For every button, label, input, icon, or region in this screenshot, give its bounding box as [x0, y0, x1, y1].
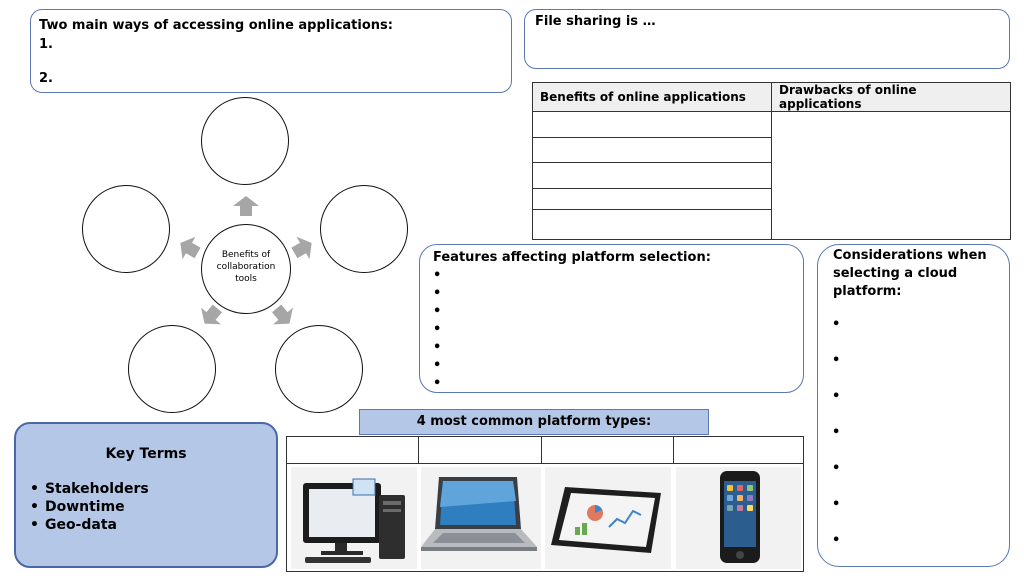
platform-label-cell — [542, 437, 674, 463]
collab-center-label: Benefits of collaboration tools — [216, 250, 276, 284]
features-bullet — [433, 339, 447, 357]
considerations-box: Considerations when selecting a cloud pl… — [817, 244, 1010, 567]
considerations-bullet — [832, 379, 846, 415]
drawbacks-header: Drawbacks of online applications — [771, 82, 1011, 112]
considerations-bullet — [832, 487, 846, 523]
collab-circle-top — [201, 97, 289, 185]
considerations-title: Considerations when selecting a cloud pl… — [833, 248, 987, 299]
collab-center-circle: Benefits of collaboration tools — [201, 224, 291, 314]
platform-label-cell — [287, 437, 419, 463]
platform-label-cell — [419, 437, 542, 463]
benefits-header: Benefits of online applications — [532, 82, 772, 112]
benefits-drawbacks-table: Benefits of online applications Drawback… — [532, 82, 1011, 240]
features-title: Features affecting platform selection: — [433, 250, 711, 265]
file-sharing-text: File sharing is … — [535, 14, 656, 29]
benefit-cell — [532, 209, 772, 240]
access-item-1: 1. — [39, 37, 53, 52]
key-term-item: Geo-data — [30, 516, 149, 534]
arrow-left-icon — [180, 236, 201, 260]
considerations-bullet — [832, 451, 846, 487]
tablet-image — [545, 467, 671, 569]
platform-types-table — [286, 436, 804, 572]
access-item-2: 2. — [39, 71, 53, 86]
desktop-computer-image — [291, 467, 417, 569]
file-sharing-box: File sharing is … — [524, 9, 1010, 69]
considerations-bullet — [832, 307, 846, 343]
drawbacks-cell — [771, 111, 1011, 240]
collab-circle-bottom-right — [275, 325, 363, 413]
considerations-bullet — [832, 415, 846, 451]
features-bullet — [433, 375, 447, 393]
features-list — [433, 267, 447, 393]
features-bullet — [433, 303, 447, 321]
features-bullet — [433, 321, 447, 339]
benefit-cell — [532, 111, 772, 138]
platform-types-banner: 4 most common platform types: — [359, 409, 709, 435]
key-term-item: Stakeholders — [30, 480, 149, 498]
collab-circle-bottom-left — [128, 325, 216, 413]
features-bullet — [433, 267, 447, 285]
collab-circle-right — [320, 185, 408, 273]
collab-circle-left — [82, 185, 170, 273]
arrow-bottom-left-icon — [201, 304, 223, 325]
access-title: Two main ways of accessing online applic… — [39, 18, 393, 33]
key-term-item: Downtime — [30, 498, 149, 516]
arrow-right-icon — [291, 236, 312, 260]
features-box: Features affecting platform selection: — [419, 244, 804, 393]
benefit-cell — [532, 187, 772, 211]
platform-row-divider — [287, 463, 803, 464]
key-terms-list: Stakeholders Downtime Geo-data — [30, 480, 149, 534]
benefit-cell — [532, 162, 772, 189]
considerations-bullet — [832, 523, 846, 559]
features-bullet — [433, 357, 447, 375]
access-box: Two main ways of accessing online applic… — [30, 9, 512, 93]
arrow-bottom-right-icon — [271, 304, 293, 325]
key-terms-title: Key Terms — [105, 446, 187, 462]
arrow-up-icon — [233, 196, 259, 216]
features-bullet — [433, 285, 447, 303]
platform-types-title: 4 most common platform types: — [416, 414, 652, 429]
key-terms-box: Key Terms Stakeholders Downtime Geo-data — [14, 422, 278, 568]
laptop-image — [421, 467, 541, 569]
smartphone-image — [676, 467, 801, 569]
benefit-cell — [532, 136, 772, 164]
considerations-list — [832, 307, 846, 559]
considerations-bullet — [832, 343, 846, 379]
